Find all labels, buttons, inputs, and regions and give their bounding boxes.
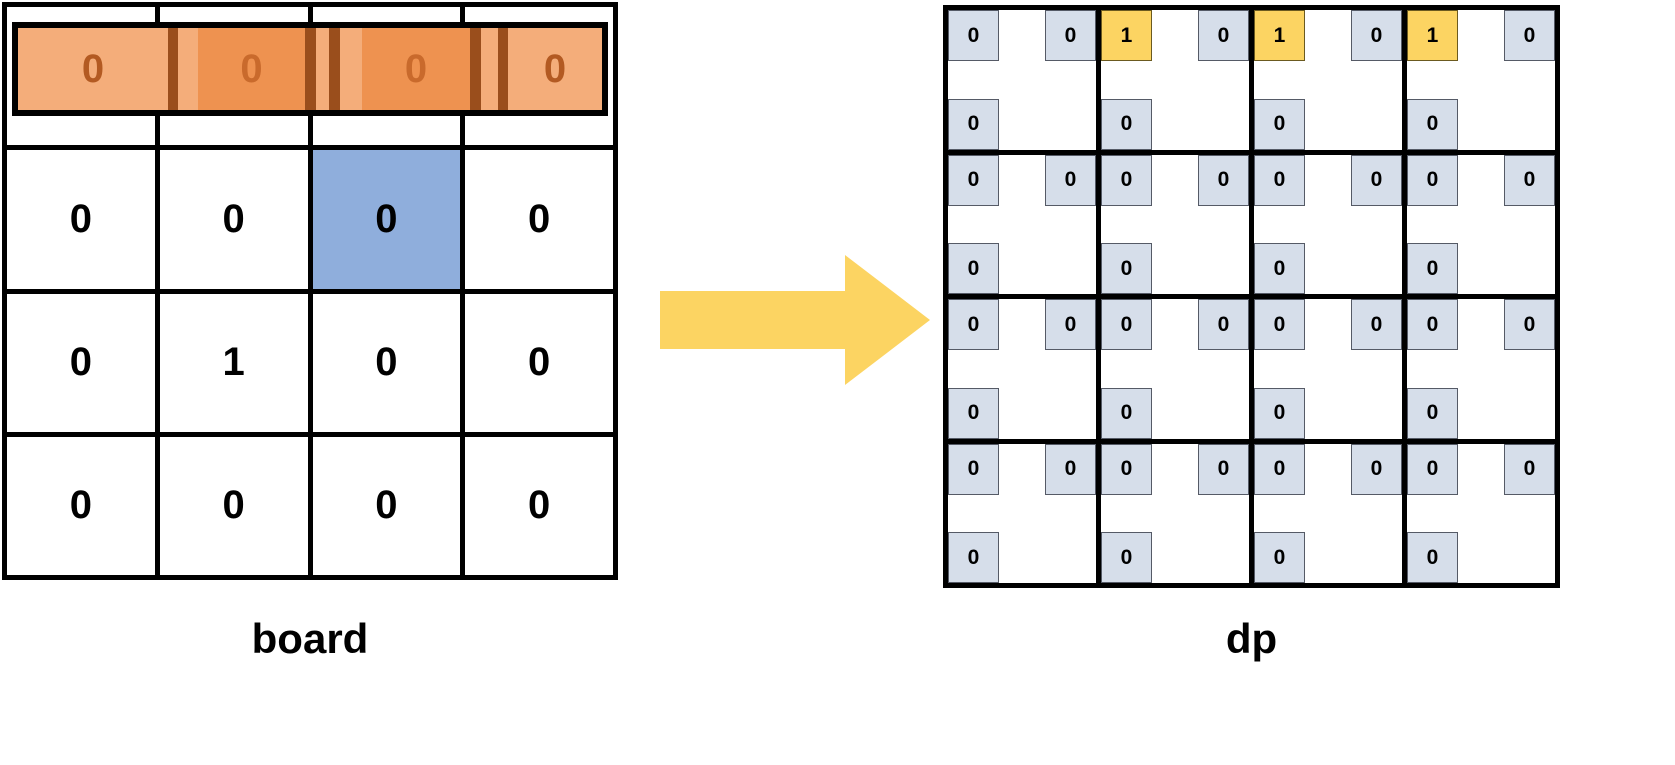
board-cell-r3-c2: 0 bbox=[312, 436, 461, 575]
dp-subcell-r3-c3-tr: 0 bbox=[1504, 443, 1555, 495]
dp-subcell-r1-c0-tl: 0 bbox=[948, 154, 999, 206]
dp-subcell-r2-c3-bl: 0 bbox=[1407, 387, 1458, 439]
dp-subcell-r1-c1-tr: 0 bbox=[1198, 154, 1249, 206]
board-label: board bbox=[251, 615, 369, 662]
board-cell-r2-c0: 0 bbox=[7, 293, 155, 432]
dp-subcell-r0-c2-tr: 0 bbox=[1351, 10, 1402, 61]
board-cell-r2-c3: 0 bbox=[465, 293, 613, 432]
dp-subcell-r2-c1-tr: 0 bbox=[1198, 299, 1249, 350]
dp-subcell-r3-c0-tr: 0 bbox=[1045, 443, 1096, 495]
dp-subcell-r3-c2-tr: 0 bbox=[1351, 443, 1402, 495]
dp-subcell-r0-c1-bl: 0 bbox=[1101, 98, 1152, 150]
dp-subcell-r1-c1-tl: 0 bbox=[1101, 154, 1152, 206]
board-cell-r2-c1: 1 bbox=[159, 293, 308, 432]
dp-subcell-r0-c3-tr: 0 bbox=[1504, 10, 1555, 61]
dp-subcell-r3-c3-bl: 0 bbox=[1407, 532, 1458, 583]
board-cell-r3-c0: 0 bbox=[7, 436, 155, 575]
dp-subcell-r0-c2-tl: 1 bbox=[1254, 10, 1305, 61]
dp-subcell-r1-c0-tr: 0 bbox=[1045, 154, 1096, 206]
dp-subcell-r1-c2-tr: 0 bbox=[1351, 154, 1402, 206]
dp-label: dp bbox=[1225, 615, 1278, 662]
board-cell-r0-c3: 0 bbox=[465, 7, 613, 146]
dp-subcell-r0-c0-bl: 0 bbox=[948, 98, 999, 150]
dp-subcell-r3-c0-tl: 0 bbox=[948, 443, 999, 495]
board-cell-r1-c2: 0 bbox=[312, 150, 461, 289]
dp-subcell-r1-c3-tr: 0 bbox=[1504, 154, 1555, 206]
dp-subcell-r1-c3-tl: 0 bbox=[1407, 154, 1458, 206]
dp-subcell-r1-c0-bl: 0 bbox=[948, 243, 999, 294]
dp-subcell-r3-c0-bl: 0 bbox=[948, 532, 999, 583]
dp-subcell-r3-c1-bl: 0 bbox=[1101, 532, 1152, 583]
dp-subcell-r2-c2-tr: 0 bbox=[1351, 299, 1402, 350]
board-cell-r0-c0: 0 bbox=[7, 7, 155, 146]
dp-subcell-r3-c1-tl: 0 bbox=[1101, 443, 1152, 495]
board-cell-r1-c0: 0 bbox=[7, 150, 155, 289]
board-cell-r0-c2: 0 bbox=[312, 7, 461, 146]
dp-subcell-r3-c3-tl: 0 bbox=[1407, 443, 1458, 495]
dp-subcell-r0-c3-bl: 0 bbox=[1407, 98, 1458, 150]
dp-subcell-r2-c0-bl: 0 bbox=[948, 387, 999, 439]
board-cell-r3-c1: 0 bbox=[159, 436, 308, 575]
dp-subcell-r1-c3-bl: 0 bbox=[1407, 243, 1458, 294]
dp-subcell-r1-c2-bl: 0 bbox=[1254, 243, 1305, 294]
board-cell-r1-c3: 0 bbox=[465, 150, 613, 289]
dp-subcell-r0-c1-tl: 1 bbox=[1101, 10, 1152, 61]
dp-subcell-r3-c2-bl: 0 bbox=[1254, 532, 1305, 583]
dp-subcell-r2-c1-bl: 0 bbox=[1101, 387, 1152, 439]
board-cell-r0-c1: 0 bbox=[159, 7, 308, 146]
dp-subcell-r1-c1-bl: 0 bbox=[1101, 243, 1152, 294]
dp-subcell-r0-c0-tr: 0 bbox=[1045, 10, 1096, 61]
board-cell-r3-c3: 0 bbox=[465, 436, 613, 575]
dp-subcell-r2-c2-tl: 0 bbox=[1254, 299, 1305, 350]
right-arrow-icon bbox=[660, 255, 930, 385]
dp-subcell-r0-c1-tr: 0 bbox=[1198, 10, 1249, 61]
board-cell-r2-c2: 0 bbox=[312, 293, 461, 432]
dp-subcell-r2-c0-tr: 0 bbox=[1045, 299, 1096, 350]
dp-subcell-r3-c2-tl: 0 bbox=[1254, 443, 1305, 495]
dp-subcell-r3-c1-tr: 0 bbox=[1198, 443, 1249, 495]
dp-subcell-r1-c2-tl: 0 bbox=[1254, 154, 1305, 206]
board-cell-r1-c1: 0 bbox=[159, 150, 308, 289]
dp-subcell-r2-c3-tr: 0 bbox=[1504, 299, 1555, 350]
dp-subcell-r2-c2-bl: 0 bbox=[1254, 387, 1305, 439]
dp-subcell-r2-c0-tl: 0 bbox=[948, 299, 999, 350]
dp-subcell-r2-c3-tl: 0 bbox=[1407, 299, 1458, 350]
dp-subcell-r0-c3-tl: 1 bbox=[1407, 10, 1458, 61]
dp-subcell-r0-c0-tl: 0 bbox=[948, 10, 999, 61]
dp-subcell-r2-c1-tl: 0 bbox=[1101, 299, 1152, 350]
dp-subcell-r0-c2-bl: 0 bbox=[1254, 98, 1305, 150]
